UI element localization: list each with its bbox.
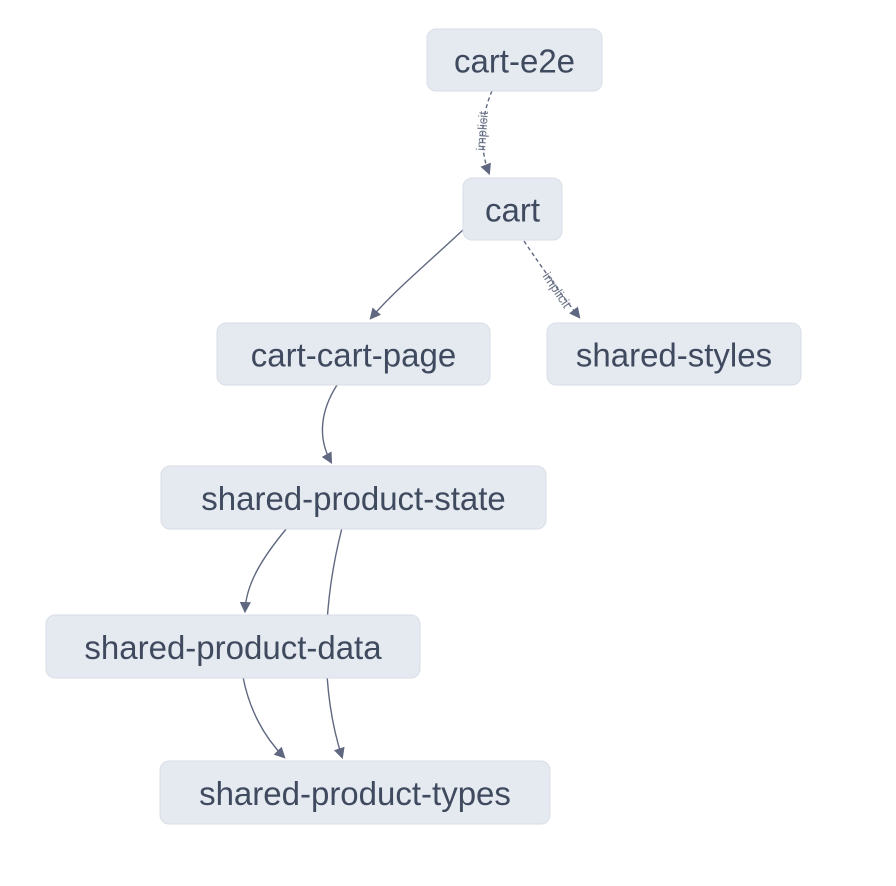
- node-shared-styles[interactable]: shared-styles: [546, 322, 802, 386]
- edge-cart-cart-page-to-shared-product-state: [321, 384, 338, 464]
- nodes-layer: cart-e2e cart cart-cart-page shared-styles s…: [45, 28, 802, 825]
- node-cart-e2e-box[interactable]: [426, 28, 603, 92]
- node-shared-product-state-box[interactable]: [160, 465, 547, 530]
- edge-shared-product-data-to-shared-product-types: [242, 676, 286, 759]
- node-cart-e2e[interactable]: cart-e2e: [426, 28, 603, 92]
- node-shared-product-data-box[interactable]: [45, 614, 421, 679]
- edge-shared-product-state-to-shared-product-data: [239, 527, 288, 614]
- node-cart-cart-page-box[interactable]: [216, 322, 491, 386]
- node-cart[interactable]: cart: [462, 177, 563, 241]
- edge-cart-to-cart-cart-page: [369, 228, 465, 320]
- edge-label-cart-to-shared-styles: implicit: [540, 269, 575, 311]
- edge-cart-e2e-to-cart: [480, 90, 493, 176]
- node-shared-product-types-box[interactable]: [159, 760, 551, 825]
- node-shared-product-types[interactable]: shared-product-types: [159, 760, 551, 825]
- node-cart-cart-page[interactable]: cart-cart-page: [216, 322, 491, 386]
- node-shared-product-data[interactable]: shared-product-data: [45, 614, 421, 679]
- edge-label-cart-e2e-to-cart: implicit: [473, 110, 491, 151]
- node-shared-styles-box[interactable]: [546, 322, 802, 386]
- edge-cart-to-shared-styles: [523, 240, 581, 319]
- node-cart-box[interactable]: [462, 177, 563, 241]
- node-shared-product-state[interactable]: shared-product-state: [160, 465, 547, 530]
